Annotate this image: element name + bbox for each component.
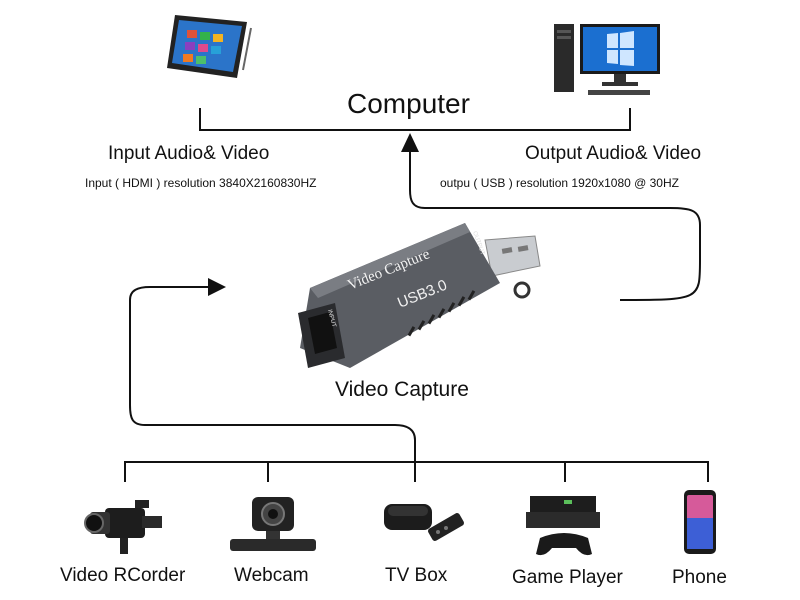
devices-bracket [124,461,709,482]
input-arrow-line [129,286,416,462]
input-title: Input Audio& Video [108,143,270,164]
output-arrow-line [409,150,701,301]
video-capture-label: Video Capture [335,378,469,401]
computer-bracket [199,108,631,131]
computer-label: Computer [347,88,470,119]
video-capture-device-icon: Video Capture USB3.0 INPUT OUTPUT [298,223,541,368]
output-detail: outpu ( USB ) resolution 1920x1080 @ 30H… [440,176,679,190]
phone-icon [684,490,716,554]
output-title: Output Audio& Video [525,143,702,164]
device-label-tv-box: TV Box [385,565,448,586]
usb-plug [484,235,541,277]
tv-box-icon [384,504,464,541]
device-label-video-recorder: Video RCorder [60,565,186,586]
game-console-icon [526,496,600,556]
input-detail: Input ( HDMI ) resolution 3840X2160830HZ [85,176,317,190]
input-arrowhead [208,278,226,296]
tablet-icon [167,15,252,78]
device-label-webcam: Webcam [234,565,309,586]
camcorder-icon [84,500,162,554]
device-label-phone: Phone [672,567,727,588]
device-input-port-label: INPUT [326,309,337,328]
webcam-icon [230,497,316,551]
device-label-game-player: Game Player [512,567,623,588]
output-arrowhead [401,133,419,152]
desktop-computer-icon [554,24,660,95]
